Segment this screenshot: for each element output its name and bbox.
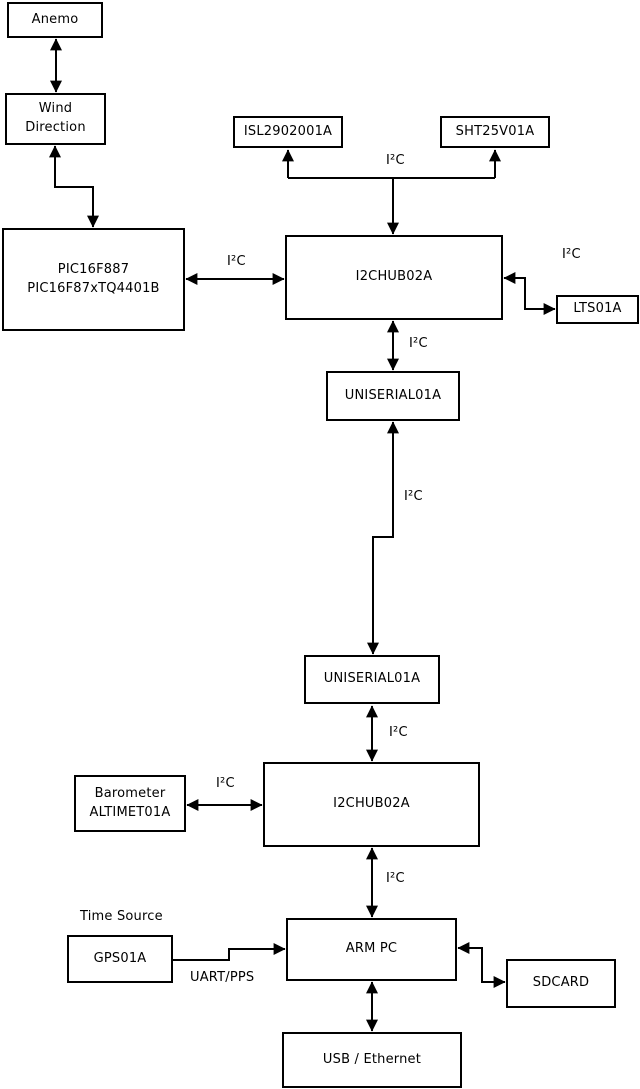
node-sdcard: SDCARD: [506, 959, 616, 1008]
edge-label-i2c-hub-uni: I²C: [409, 336, 428, 351]
edge-label-i2c-uni-uni: I²C: [404, 489, 423, 504]
edge-label-i2c-baro-hub2: I²C: [216, 776, 235, 791]
node-label: PIC16F887 PIC16F87xTQ4401B: [27, 261, 160, 296]
node-label: ISL2902001A: [243, 123, 333, 139]
edge-arm-sdcard: [457, 942, 506, 988]
node-i2chub-bottom: I2CHUB02A: [263, 762, 480, 847]
edge-label-i2c-uni-hub2: I²C: [389, 725, 408, 740]
node-label: I2CHUB02A: [333, 796, 410, 812]
node-arm-pc: ARM PC: [286, 918, 457, 981]
node-isl2902001a: ISL2902001A: [233, 116, 343, 148]
node-label: USB / Ethernet: [322, 1051, 422, 1067]
edge-label-uart-pps: UART/PPS: [190, 970, 255, 985]
node-label: SHT25V01A: [455, 123, 535, 139]
node-uniserial-top: UNISERIAL01A: [326, 371, 460, 421]
node-uniserial-bottom: UNISERIAL01A: [304, 655, 440, 704]
node-usb-ethernet: USB / Ethernet: [282, 1032, 462, 1088]
edge-label-i2c-sensor-bus: I²C: [386, 153, 405, 168]
node-pic: PIC16F887 PIC16F87xTQ4401B: [2, 228, 185, 331]
edge-label-i2c-hub2-arm: I²C: [386, 871, 405, 886]
node-sht25v01a: SHT25V01A: [440, 116, 550, 148]
node-label: Anemo: [31, 11, 79, 27]
edge-label-i2c-pic-hub: I²C: [227, 254, 246, 269]
node-label: I2CHUB02A: [355, 269, 433, 285]
node-wind-direction: Wind Direction: [5, 93, 106, 145]
node-anemo: Anemo: [7, 2, 103, 38]
node-label: Barometer ALTIMET01A: [89, 785, 171, 820]
node-lts01a: LTS01A: [556, 295, 639, 324]
edge-hub1-lts: [503, 272, 556, 315]
edge-uni1-uni2: [367, 421, 399, 655]
node-gps01a: GPS01A: [67, 935, 173, 983]
edge-label-time-source: Time Source: [80, 909, 163, 924]
node-label: UNISERIAL01A: [323, 671, 421, 687]
edge-wind-pic: [49, 145, 99, 228]
node-label: UNISERIAL01A: [344, 387, 442, 403]
edge-label-i2c-hub-lts: I²C: [562, 247, 581, 262]
node-barometer: Barometer ALTIMET01A: [74, 775, 186, 832]
node-label: ARM PC: [345, 941, 398, 957]
node-label: Wind Direction: [25, 101, 86, 135]
node-label: SDCARD: [532, 975, 590, 991]
node-label: GPS01A: [93, 950, 147, 966]
node-label: LTS01A: [573, 301, 622, 317]
node-i2chub-top: I2CHUB02A: [285, 235, 503, 320]
edge-gps-arm: [173, 943, 286, 961]
